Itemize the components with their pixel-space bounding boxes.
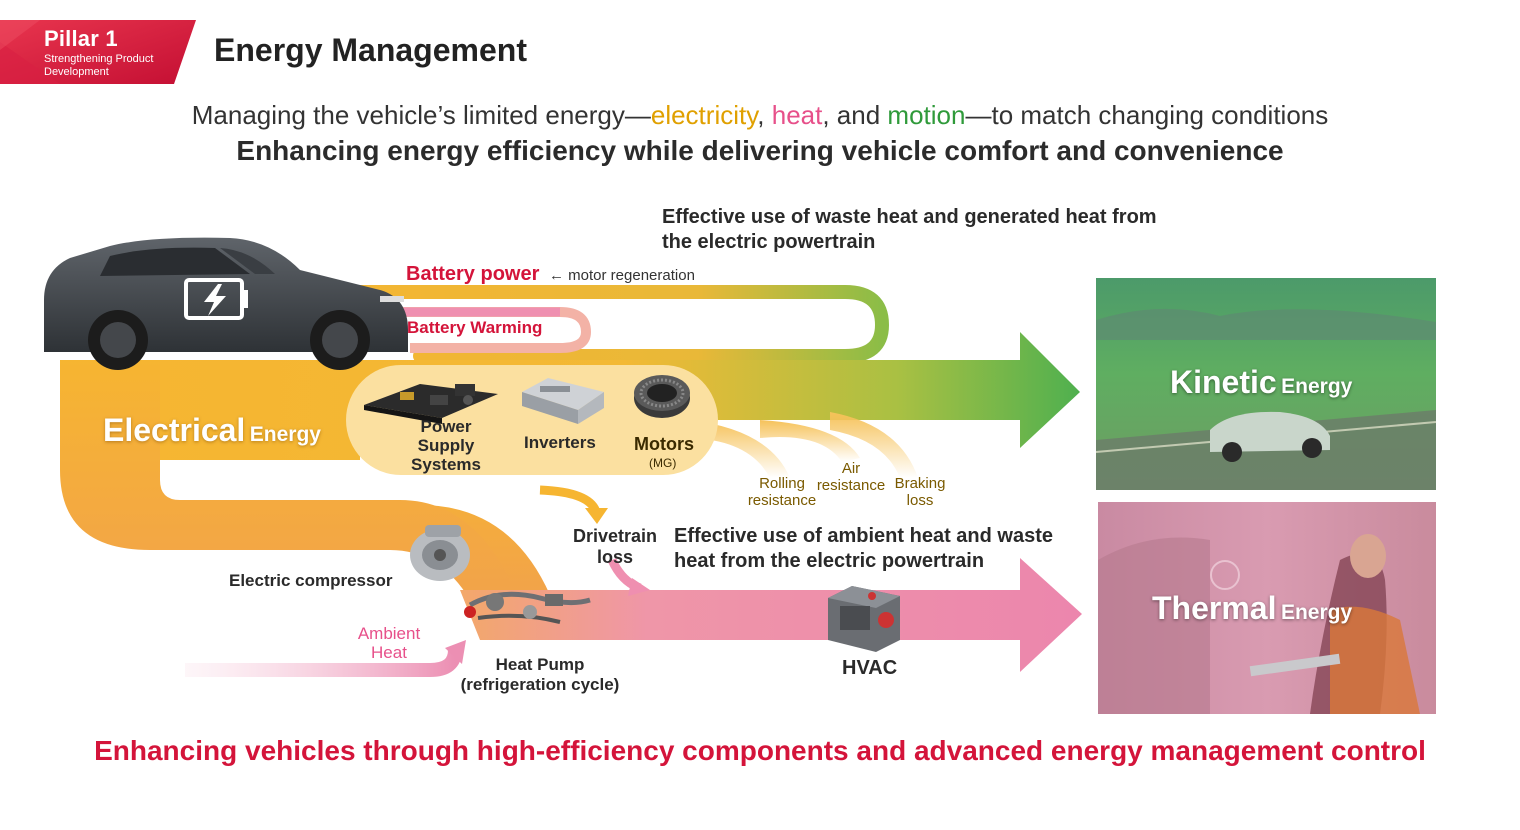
ambient-heat-line2: Heat xyxy=(371,643,407,662)
thermal-energy-big: Thermal xyxy=(1152,590,1277,626)
electric-to-heat-path xyxy=(60,360,550,600)
motor-regeneration-label: ← motor regeneration xyxy=(549,267,695,284)
pillar-badge: Pillar 1 Strengthening Product Developme… xyxy=(0,20,196,84)
braking-line1: Braking xyxy=(894,475,946,492)
battery-power-loop xyxy=(263,285,890,363)
power-supply-line3: Systems xyxy=(411,455,481,474)
thermal-energy-panel xyxy=(1098,502,1436,714)
air-resistance-label: Air resistance xyxy=(814,460,888,494)
battery-power-label: Battery power xyxy=(406,263,540,285)
motor-image xyxy=(634,375,690,418)
kinetic-energy-small: Energy xyxy=(1281,375,1353,398)
subtitle-sep2: , and xyxy=(822,100,888,130)
power-supply-line1: Power xyxy=(420,417,472,436)
heat-pump-line1: Heat Pump xyxy=(495,655,585,674)
headline: Enhancing energy efficiency while delive… xyxy=(236,135,1284,166)
inverters-label: Inverters xyxy=(524,433,596,452)
drivetrain-line2: loss xyxy=(596,547,634,567)
kinetic-energy-panel xyxy=(1095,278,1437,490)
heat-pump-label: Heat Pump (refrigeration cycle) xyxy=(452,655,628,695)
waste-heat-note-line1: Effective use of waste heat and generate… xyxy=(662,206,1157,228)
electrical-energy-big: Electrical xyxy=(103,412,246,448)
power-supply-board-image xyxy=(364,384,498,424)
thermal-energy-label: Thermal Energy xyxy=(1152,590,1352,627)
rolling-line2: resistance xyxy=(747,492,817,509)
car-image xyxy=(44,237,408,370)
air-line2: resistance xyxy=(816,477,886,494)
badge-subtitle-line1: Strengthening Product xyxy=(44,53,154,65)
motors-label: Motors xyxy=(634,434,694,454)
electric-compressor-label: Electric compressor xyxy=(229,571,393,590)
braking-line2: loss xyxy=(906,492,934,509)
subtitle: Managing the vehicle’s limited energy—el… xyxy=(0,100,1520,131)
ambient-heat-label: Ambient Heat xyxy=(352,624,426,662)
subtitle-part1: Managing the vehicle’s limited energy— xyxy=(191,100,651,130)
badge-title: Pillar 1 xyxy=(44,26,118,51)
subtitle-motion: motion xyxy=(887,100,966,130)
ambient-heat-line1: Ambient xyxy=(357,624,421,643)
subtitle-part2: —to match changing conditions xyxy=(965,100,1329,130)
electric-compressor-image xyxy=(410,525,470,581)
waste-heat-note: Effective use of waste heat and generate… xyxy=(662,205,1157,255)
ambient-note-line2: heat from the electric powertrain xyxy=(674,550,985,572)
hvac-image xyxy=(828,586,900,652)
badge-shape xyxy=(0,20,196,84)
battery-icon xyxy=(184,278,248,320)
air-line1: Air xyxy=(841,460,861,477)
waste-heat-note-line2: the electric powertrain xyxy=(662,231,876,253)
heat-pump-line2: (refrigeration cycle) xyxy=(460,675,620,694)
ambient-note-line1: Effective use of ambient heat and waste xyxy=(674,525,1053,547)
electrical-energy-small: Energy xyxy=(249,423,321,446)
power-supply-label: Power Supply Systems xyxy=(404,417,488,474)
drivetrain-line1: Drivetrain xyxy=(572,526,658,546)
ambient-heat-note: Effective use of ambient heat and waste … xyxy=(674,524,1053,574)
battery-warming-label: Battery Warming xyxy=(407,318,543,337)
subtitle-heat: heat xyxy=(771,100,823,130)
badge-subtitle-line2: Development xyxy=(44,66,109,78)
kinetic-energy-big: Kinetic xyxy=(1170,364,1277,400)
thermal-energy-small: Energy xyxy=(1280,601,1353,624)
rolling-line1: Rolling xyxy=(759,475,805,492)
inverter-image xyxy=(522,378,604,424)
heat-pump-image xyxy=(464,591,591,624)
subtitle-electricity: electricity xyxy=(650,100,758,130)
electrical-energy-label: Electrical Energy xyxy=(103,412,321,449)
page-title: Energy Management xyxy=(214,32,527,68)
kinetic-energy-label: Kinetic Energy xyxy=(1170,364,1352,401)
drivetrain-loss-label: Drivetrain loss xyxy=(568,526,662,568)
heat-to-thermal-arrow xyxy=(460,558,1082,672)
ambient-heat-arrow xyxy=(185,640,466,677)
motors-sub-label: (MG) xyxy=(649,456,677,470)
hvac-label: HVAC xyxy=(842,657,898,679)
drivetrain-loss-arrow xyxy=(539,485,650,596)
rolling-resistance-label: Rolling resistance xyxy=(744,475,820,509)
braking-loss-label: Braking loss xyxy=(890,475,950,509)
power-supply-line2: Supply xyxy=(417,436,475,455)
subtitle-sep1: , xyxy=(757,100,772,130)
bottom-tagline: Enhancing vehicles through high-efficien… xyxy=(94,735,1426,766)
